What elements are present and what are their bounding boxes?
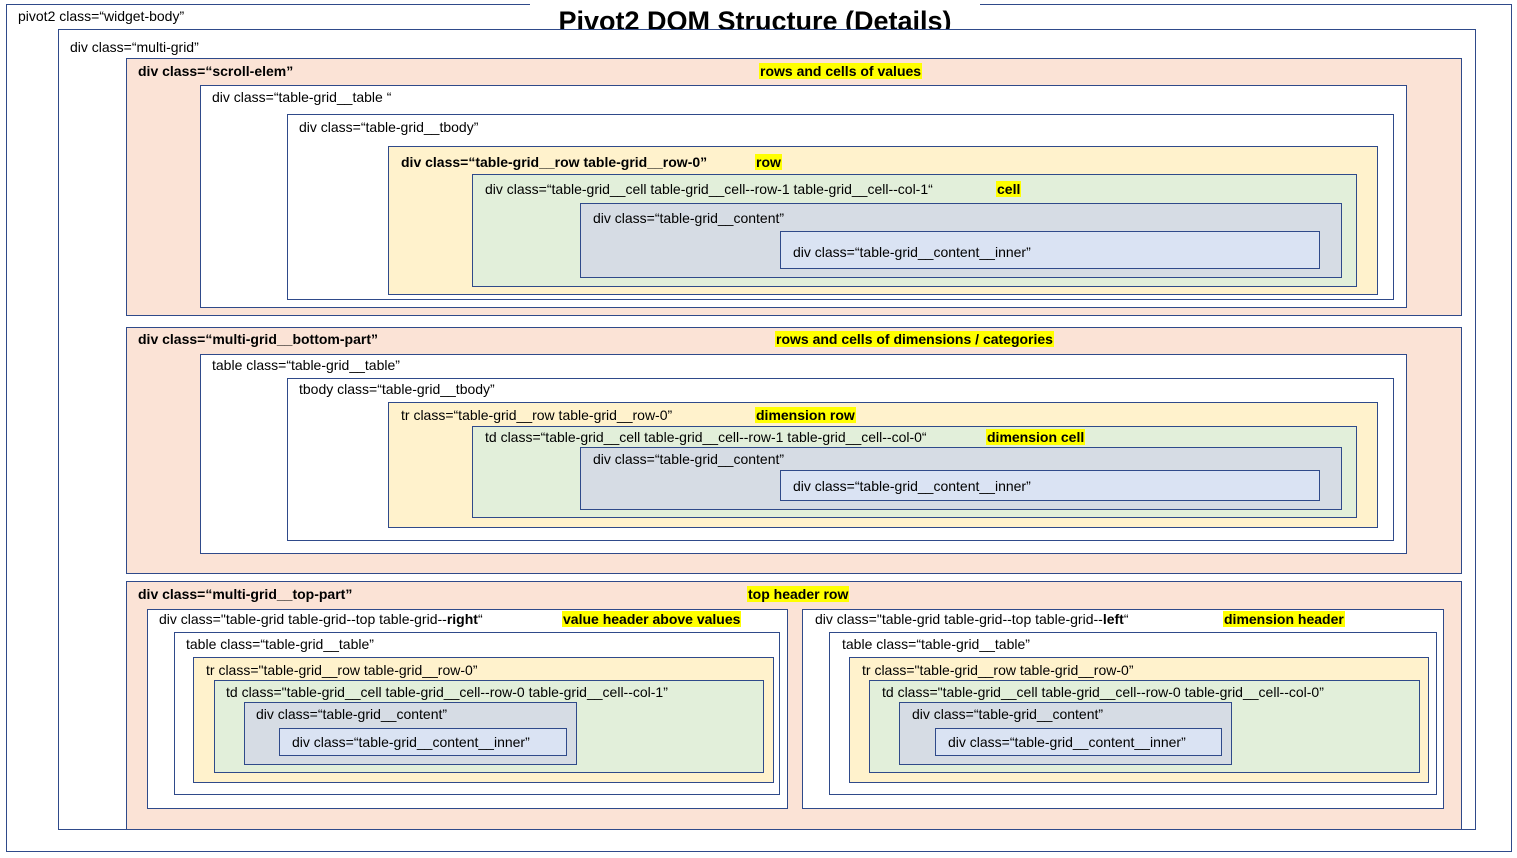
bottom-tbody-label: tbody class=“table-grid__tbody” — [299, 381, 495, 397]
scroll-row-label: div class=“table-grid__row table-grid__r… — [401, 154, 708, 170]
bottom-inner-label: div class=“table-grid__content__inner” — [793, 478, 1031, 494]
bottom-cell-label: td class=“table-grid__cell table-grid__c… — [485, 429, 927, 445]
grid-left-suffix: “ — [1123, 611, 1129, 627]
bottom-table-label: table class=“table-grid__table” — [212, 357, 400, 373]
grid-right-inner-label: div class=“table-grid__content__inner” — [292, 734, 530, 750]
grid-left-inner-box — [935, 728, 1222, 756]
grid-left-inner-label: div class=“table-grid__content__inner” — [948, 734, 1186, 750]
grid-right-suffix: “ — [477, 611, 483, 627]
scroll-elem-note: rows and cells of values — [759, 63, 923, 79]
scroll-content-label: div class=“table-grid__content” — [593, 210, 785, 226]
grid-right-row-label: tr class="table-grid__row table-grid__ro… — [206, 662, 478, 678]
bottom-cell-note: dimension cell — [986, 429, 1086, 445]
widget-body-label: pivot2 class=“widget-body” — [18, 8, 185, 24]
bottom-part-note: rows and cells of dimensions / categorie… — [775, 331, 1054, 347]
grid-right-label: div class="table-grid table-grid--top ta… — [159, 611, 483, 627]
grid-left-row-label: tr class="table-grid__row table-grid__ro… — [862, 662, 1134, 678]
scroll-inner-box — [780, 231, 1320, 269]
scroll-table-label: div class=“table-grid__table “ — [212, 89, 392, 105]
grid-left-prefix: div class="table-grid table-grid--top ta… — [815, 611, 1103, 627]
grid-left-content-label: div class=“table-grid__content” — [912, 706, 1104, 722]
grid-left-label: div class="table-grid table-grid--top ta… — [815, 611, 1129, 627]
scroll-row-note: row — [755, 154, 782, 170]
scroll-cell-note: cell — [996, 181, 1022, 197]
grid-right-cell-label: td class="table-grid__cell table-grid__c… — [226, 684, 668, 700]
bottom-part-label: div class=“multi-grid__bottom-part” — [138, 331, 378, 347]
grid-left-cell-label: td class="table-grid__cell table-grid__c… — [882, 684, 1324, 700]
grid-right-bold: right — [446, 611, 478, 627]
scroll-elem-label: div class=“scroll-elem” — [138, 63, 294, 79]
bottom-row-label: tr class=“table-grid__row table-grid__ro… — [401, 407, 673, 423]
bottom-content-label: div class=“table-grid__content” — [593, 451, 785, 467]
grid-right-note: value header above values — [562, 611, 742, 627]
grid-right-prefix: div class="table-grid table-grid--top ta… — [159, 611, 447, 627]
grid-right-table-label: table class=“table-grid__table” — [186, 636, 374, 652]
grid-left-note: dimension header — [1223, 611, 1345, 627]
top-part-note: top header row — [747, 586, 850, 602]
grid-right-inner-box — [279, 728, 567, 756]
grid-right-content-label: div class=“table-grid__content” — [256, 706, 448, 722]
bottom-inner-box — [780, 470, 1320, 501]
grid-left-bold: left — [1102, 611, 1124, 627]
scroll-cell-label: div class=“table-grid__cell table-grid__… — [485, 181, 933, 197]
scroll-inner-label: div class=“table-grid__content__inner” — [793, 244, 1031, 260]
grid-left-table-label: table class=“table-grid__table” — [842, 636, 1030, 652]
scroll-tbody-label: div class=“table-grid__tbody” — [299, 119, 479, 135]
bottom-row-note: dimension row — [755, 407, 856, 423]
multi-grid-label: div class=“multi-grid” — [70, 39, 199, 55]
top-part-label: div class=“multi-grid__top-part” — [138, 586, 353, 602]
